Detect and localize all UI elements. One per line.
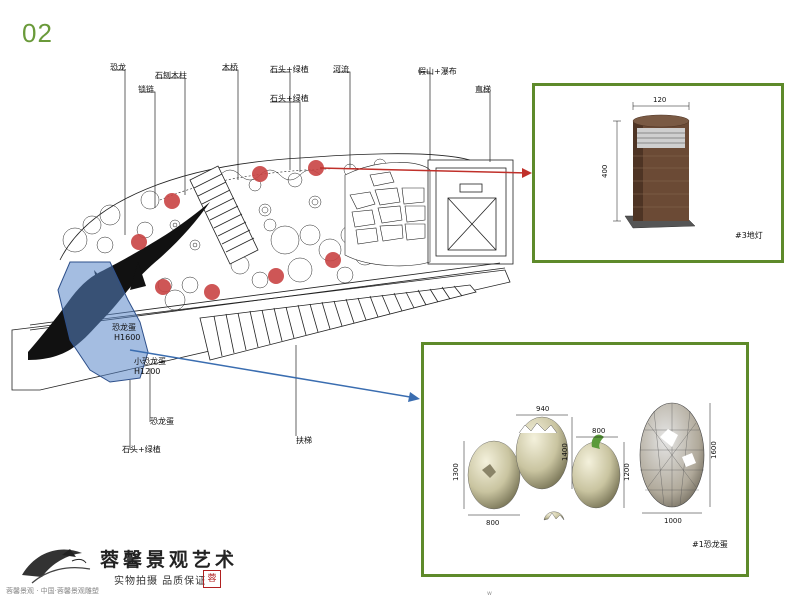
page-number: 02 [22,18,53,48]
egg-detail-panel: 1300 800 940 1400 800 1200 1600 1000 #1恐… [421,342,749,577]
egg-dim-1600: 1600 [710,441,718,459]
marker [325,252,341,268]
egg-dim-800-top: 800 [592,427,605,435]
marker [155,279,171,295]
label-handrail: 扶梯 [296,435,312,445]
marker [131,234,147,250]
wooden-bridge [189,165,259,265]
egg-dim-1400: 1400 [561,443,569,461]
egg-dim-1300: 1300 [452,463,460,481]
page-mark: w [487,590,492,597]
label-egg-big: 恐龙蛋 [112,322,136,332]
brand-seal: 蓉 [203,570,221,588]
waterfall-block [427,159,514,265]
egg-dim-1000: 1000 [664,517,682,525]
egg-caption: #1恐龙蛋 [692,539,728,549]
brand-name: 蓉馨景观艺术 [100,549,239,571]
label-chain: 锁链 [138,84,154,94]
marker [252,166,268,182]
label-stone-plants-2: 石头+绿植 [270,93,309,103]
label-rockery-waterfall: 假山+瀑布 [418,66,457,76]
label-dinosaur: 恐龙 [110,62,126,72]
label-wood-bridge: 木桥 [222,62,238,72]
marker-group [131,160,341,300]
egg-dim-1200: 1200 [623,463,631,481]
label-dinosaur-egg: 恐龙蛋 [150,416,174,426]
label-straight-ladder: 直梯 [475,84,491,94]
label-stone-plants-1: 石头+绿植 [270,64,309,74]
label-stone-plants-3: 石头+绿植 [122,444,161,454]
lamp-detail-arrow [319,167,532,178]
eggs-drawing: 1300 800 940 1400 800 1200 1600 1000 #1恐… [452,402,728,549]
egg-highlight-region [57,261,149,383]
rock-wall [344,162,431,267]
lamp-height-dim: 400 [601,165,609,178]
lamp-detail-panel: 120 400 #3地灯 [532,83,784,263]
brand-footer: 蓉馨景观 · 中国·蓉馨景观雕塑 [6,587,99,595]
lamp-drawing: 120 400 #3地灯 [601,96,763,240]
egg-detail-arrow [129,349,420,402]
walkway [11,262,511,391]
marker [164,193,180,209]
label-egg-big-size: H1600 [114,333,140,342]
garden-boundary [59,153,471,261]
lamp-width-dim: 120 [653,96,666,104]
egg-dim-800-bottom: 800 [486,519,499,527]
marker [268,268,284,284]
marker [204,284,220,300]
egg-dim-940: 940 [536,405,549,413]
lamp-caption: #3地灯 [735,230,763,240]
label-river: 河流 [333,64,349,74]
label-egg-small-size: H1200 [134,367,160,376]
marker [308,160,324,176]
brand-slogan: 实物拍摄 品质保证 [114,576,207,587]
label-stone-pillar: 石刨木柱 [155,70,187,80]
brand-logo [22,549,91,584]
label-egg-small: 小恐龙蛋 [134,356,166,366]
callout-leaders [112,69,491,450]
